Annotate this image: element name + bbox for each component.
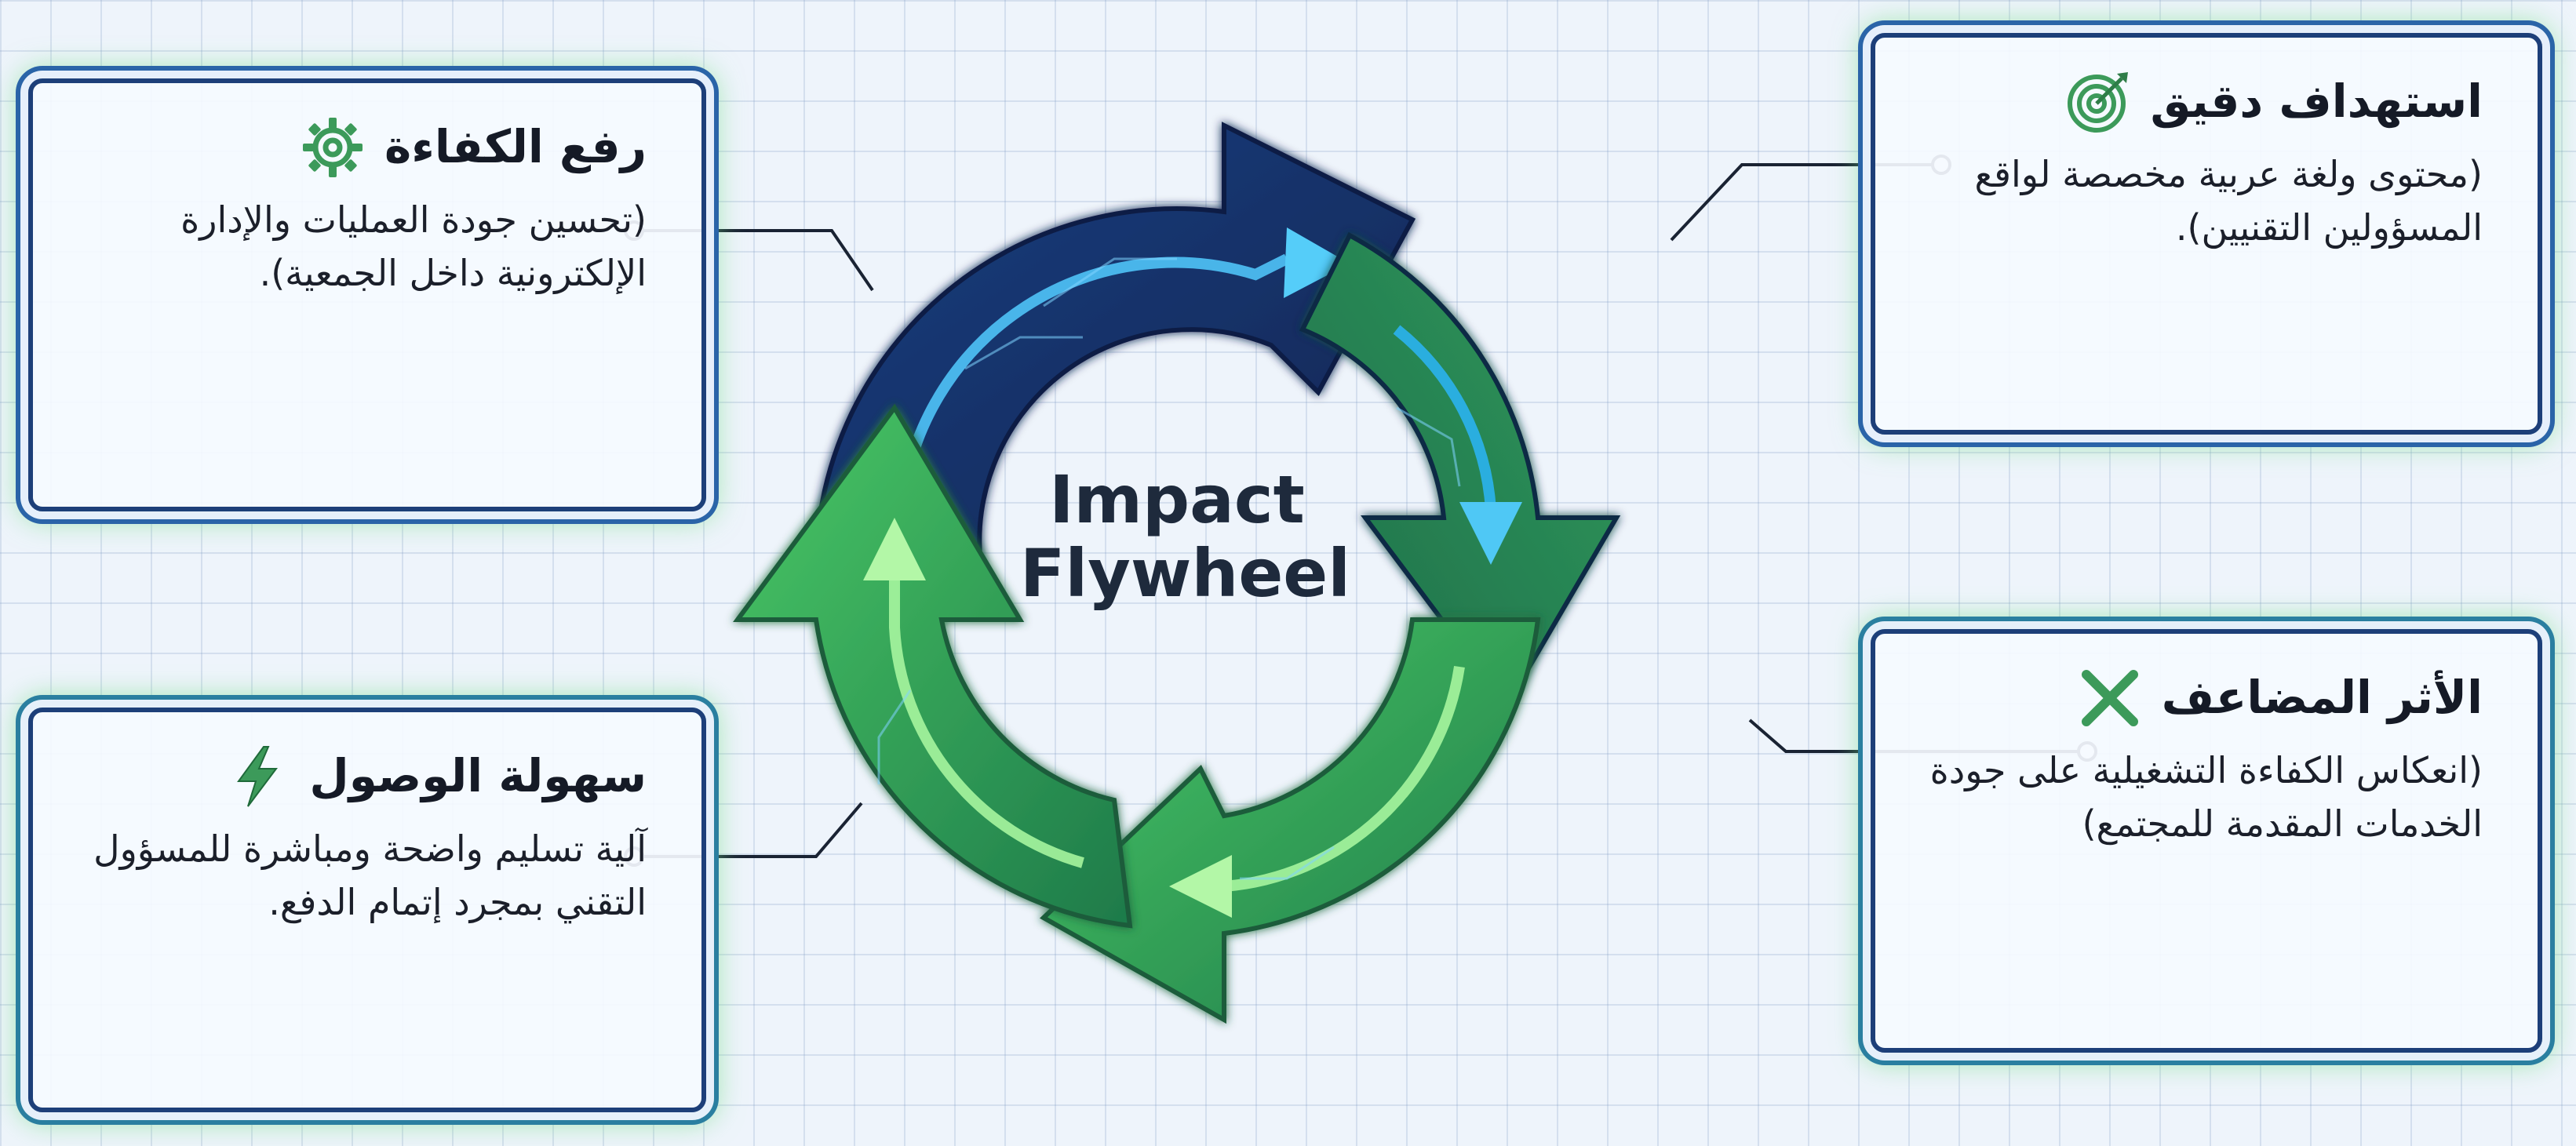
target-icon xyxy=(2065,69,2131,135)
card-impact-body: (انعكاس الكفاءة التشغيلية على جودة الخدم… xyxy=(1929,749,2483,846)
card-efficiency-title: رفع الكفاءة xyxy=(384,120,647,174)
card-impact-header: الأثر المضاعف xyxy=(1922,665,2483,731)
flywheel-title-line1: Impact xyxy=(1049,461,1305,538)
card-targeting-body: (محتوى ولغة عربية مخصصة لواقع المسؤولين … xyxy=(1974,153,2483,249)
card-efficiency: رفع الكفاءة xyxy=(28,78,706,511)
card-access-header: سهولة الوصول xyxy=(80,744,647,809)
flywheel-title-line2: Flywheel xyxy=(1020,535,1351,613)
card-efficiency-body: (تحسين جودة العمليات والإدارة الإلكتروني… xyxy=(180,198,647,295)
gear-icon xyxy=(300,115,366,180)
flywheel-title: Impact Flywheel xyxy=(1020,461,1351,613)
card-access-body: آلية تسليم واضحة ومباشرة للمسؤول التقني … xyxy=(93,828,647,924)
card-targeting-title: استهداف دقيق xyxy=(2150,75,2483,129)
lightning-icon xyxy=(224,744,290,809)
card-efficiency-header: رفع الكفاءة xyxy=(80,115,647,180)
ring-segment-bottom-left xyxy=(1039,617,1541,1024)
card-impact-title: الأثر المضاعف xyxy=(2161,671,2483,725)
card-access-title: سهولة الوصول xyxy=(309,749,647,803)
card-targeting-header: استهداف دقيق xyxy=(1922,69,2483,135)
card-access: سهولة الوصول آلية تسليم واضحة ومباشرة لل… xyxy=(28,708,706,1112)
card-targeting: استهداف دقيق (محتوى ولغة عربية مخصصة لوا… xyxy=(1871,33,2542,435)
card-impact: الأثر المضاعف (انعكاس الكفاءة التشغيلية … xyxy=(1871,629,2542,1053)
ring-segment-right-down xyxy=(1299,231,1621,711)
multiply-icon xyxy=(2077,665,2143,731)
